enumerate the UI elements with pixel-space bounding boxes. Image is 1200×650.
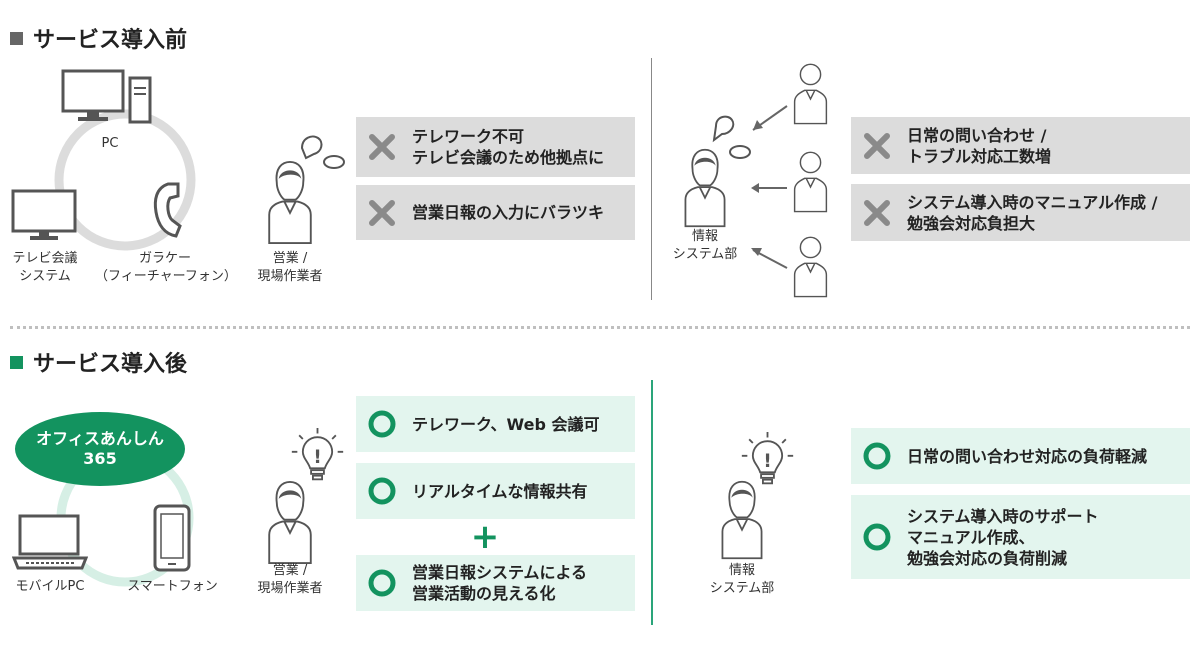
speech-bubbles-icon: [300, 135, 345, 169]
benefit-box-inquiries: 日常の問い合わせ対応の負荷軽減: [851, 428, 1190, 484]
it-staff-icon: [712, 480, 772, 560]
smartphone-icon: [153, 504, 191, 572]
inquiry-arrows: [751, 105, 788, 269]
service-badge: オフィスあんしん 365: [15, 412, 185, 486]
vertical-divider: [651, 58, 652, 300]
it-department-label: 情報 システム部: [672, 229, 738, 262]
lightbulb-icon: [740, 432, 795, 487]
tv-monitor-icon: [11, 189, 77, 240]
heading-square-icon: [10, 31, 23, 45]
user-icon: [788, 233, 833, 298]
mobile-pc-label: モバイルPC: [15, 579, 85, 594]
benefit-box-manual-support: システム導入時のサポート マニュアル作成、 勉強会対応の負荷削減: [851, 495, 1190, 579]
vertical-divider: [651, 380, 653, 625]
user-icon: [788, 60, 833, 125]
pc-icon: [61, 69, 152, 124]
plus-icon: +: [470, 517, 500, 557]
after-heading: サービス導入後: [10, 346, 187, 378]
device-cycle-ring: [54, 109, 196, 251]
problem-box-manual: システム導入時のマニュアル作成 / 勉強会対応負担大: [851, 184, 1190, 241]
section-separator: [10, 326, 1190, 329]
user-icon: [788, 148, 833, 213]
x-mark-icon: [861, 197, 893, 229]
it-department-label: 情報 システム部: [709, 563, 775, 596]
problem-box-daily-report: 営業日報の入力にバラツキ: [356, 185, 635, 240]
circle-check-icon: [861, 521, 893, 553]
laptop-icon: [12, 514, 88, 570]
worker-icon: [260, 480, 320, 565]
tv-conference-label: テレビ会議 システム: [12, 251, 78, 284]
phone-handset-icon: [153, 182, 182, 238]
it-staff-icon: [675, 148, 735, 228]
worker-label: 営業 / 現場作業者: [257, 251, 323, 284]
pc-label: PC: [101, 136, 119, 151]
problem-box-inquiries: 日常の問い合わせ / トラブル対応工数増: [851, 117, 1190, 174]
x-mark-icon: [366, 131, 398, 163]
circle-check-icon: [366, 475, 398, 507]
smartphone-label: スマートフォン: [127, 579, 218, 594]
benefit-box-daily-report: 営業日報システムによる 営業活動の見える化: [356, 555, 635, 611]
problem-box-telework: テレワーク不可 テレビ会議のため他拠点に: [356, 117, 635, 177]
speech-bubbles-icon: [712, 115, 751, 159]
heading-square-icon: [10, 355, 23, 369]
benefit-box-telework: テレワーク、Web 会議可: [356, 396, 635, 452]
before-heading: サービス導入前: [10, 22, 187, 54]
worker-label: 営業 / 現場作業者: [257, 563, 323, 596]
worker-icon: [260, 160, 320, 245]
circle-check-icon: [861, 440, 893, 472]
lightbulb-icon: [290, 428, 345, 483]
x-mark-icon: [861, 130, 893, 162]
benefit-box-realtime-sharing: リアルタイムな情報共有: [356, 463, 635, 519]
circle-check-icon: [366, 567, 398, 599]
feature-phone-label: ガラケー （フィーチャーフォン）: [95, 251, 237, 284]
circle-check-icon: [366, 408, 398, 440]
x-mark-icon: [366, 197, 398, 229]
